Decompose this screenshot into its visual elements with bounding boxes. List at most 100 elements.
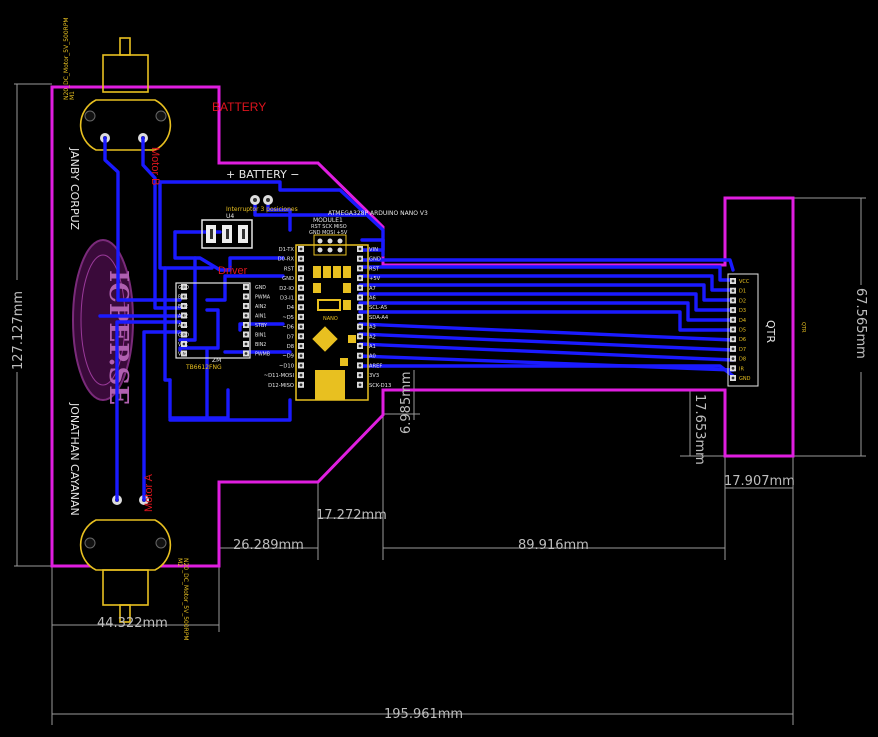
nano-left-pin-pad-hole	[299, 296, 303, 299]
driver-left-pin-label: AO1	[178, 323, 188, 329]
driver-left-pin-pad-hole	[182, 314, 186, 317]
qtr-pin-pad-hole	[731, 357, 735, 360]
nano-left-pin-label: RST	[284, 266, 295, 272]
nano-right-pin-label: A0	[369, 354, 376, 360]
nano-right-pin-pad-hole	[358, 267, 362, 270]
qtr-small-label: QTR	[800, 322, 806, 333]
module-label: MODULE1	[313, 217, 343, 224]
driver-left-pin-label: VCC	[178, 342, 189, 348]
qtr-pin-pad-hole	[731, 376, 735, 380]
nano-right-pin-label: SCL-A5	[369, 305, 387, 311]
nano-right-pin-label: GND	[369, 257, 381, 263]
nano-right-pin-label: AREF	[369, 363, 382, 369]
nano-left-pin-label: ~D6	[282, 325, 294, 331]
driver-right-pin-pad-hole	[244, 295, 248, 298]
nano-left-pin-label: D8	[287, 344, 294, 350]
qtr-pin-pad-hole	[731, 308, 735, 312]
driver-left-pin-pad-hole	[182, 333, 186, 336]
qtr-pin-label: GND	[739, 376, 751, 382]
nano-left-pin-pad-hole	[299, 276, 303, 280]
nano-right-pin-pad-hole	[358, 286, 362, 290]
dim-qtr-height: 67.565mm	[853, 288, 868, 359]
qtr-pin-pad-hole	[731, 347, 735, 351]
dim-height: 127.127mm	[11, 291, 26, 370]
icsp-label-bottom: GND MOSI +5V	[309, 230, 348, 236]
nano-left-pin-label: D4	[287, 305, 295, 311]
arduino-title: ATMEGA328P ARDUINO NANO V3	[328, 210, 428, 217]
motor-top-hole-left	[84, 110, 96, 122]
driver-right-pin-pad-hole	[244, 342, 248, 346]
motor-b-label: Motor B	[149, 147, 161, 186]
nano-left-pin-pad-hole	[299, 325, 303, 328]
driver-right-pin-label: STBY	[255, 323, 267, 329]
dim-step-2: 17.653mm	[692, 394, 707, 465]
nano-left-pin-label: D1-TX	[279, 247, 295, 253]
nano-left-pin-pad-hole	[299, 383, 303, 387]
nano-right-pin-pad-hole	[358, 305, 362, 309]
nano-right-pin-label: A7	[369, 286, 376, 292]
nano-right-pin-pad-hole	[358, 325, 362, 328]
author-1: JANBY CORPUZ	[68, 147, 81, 230]
dim-step-1: 6.985mm	[399, 371, 414, 434]
motor-top-label: N20_DC_Motor_5V_500RPM	[63, 17, 70, 100]
qtr-pin-label: D4	[739, 318, 746, 324]
driver-right-pin-label: BIN2	[255, 342, 266, 348]
nano-pins-left: D1-TXD0-RXRSTGNDD2-IOD3-I1D4~D5~D6D7D8~D…	[264, 246, 304, 389]
battery-pads	[250, 195, 273, 205]
nano-left-pin-label: D2-IO	[279, 286, 294, 292]
qtr-pin-pad-hole	[731, 299, 735, 302]
driver-left-pin-label: BO2	[178, 304, 188, 310]
driver-left-pin-label: VM	[178, 352, 185, 358]
driver-left-pin-pad-hole	[182, 304, 186, 308]
qtr-pin-pad-hole	[731, 289, 735, 293]
nano-label: NANO	[323, 316, 338, 322]
nano-right-pin-pad-hole	[358, 354, 362, 358]
nano-left-pin-pad-hole	[299, 305, 303, 309]
nano-left-pin-label: D0-RX	[278, 257, 295, 263]
driver-right-pin-pad-hole	[244, 352, 248, 355]
dim-total-width: 195.961mm	[384, 707, 463, 722]
driver-left-pin-pad-hole	[182, 342, 186, 346]
driver-left-pin-label: GND	[178, 285, 189, 291]
nano-right-pin-label: 3V3	[369, 373, 379, 379]
motor-bottom-outline	[79, 519, 172, 623]
driver-right-pin-label: GND	[255, 285, 266, 291]
qtr-pin-label: D8	[739, 357, 746, 363]
driver-label: Driver	[218, 265, 248, 277]
qtr-header-outline	[727, 273, 759, 387]
qtr-pin-label: D5	[739, 328, 746, 334]
motor-bottom-hole-right	[155, 537, 167, 549]
nano-right-pin-label: +5V	[369, 276, 381, 282]
driver-right-pin-pad-hole	[244, 285, 248, 289]
nano-icsp	[313, 234, 347, 256]
dim-qtr-width: 17.907mm	[724, 474, 795, 489]
driver-left-pin-label: AO2	[178, 314, 188, 320]
qtr-pin-label: D7	[739, 347, 746, 353]
tb-label: TB6612FNG	[185, 364, 222, 371]
switch-label: Interruptor 3 posiciones	[226, 206, 298, 213]
battery-silk-label: + BATTERY −	[226, 168, 300, 181]
nano-left-pin-label: ~D11-MOSI	[264, 373, 295, 379]
qtr-pin-label: D1	[739, 289, 746, 295]
qtr-pin-label: D2	[739, 298, 746, 304]
nano-right-pin-label: A2	[369, 334, 376, 340]
nano-left-pin-pad-hole	[299, 315, 303, 319]
nano-left-pin-pad-hole	[299, 257, 303, 261]
nano-right-pin-label: RST	[369, 266, 380, 272]
nano-right-pin-label: A1	[369, 344, 376, 350]
nano-pins-right: VINGNDRST+5VA7A6SCL-A5SDA-A4A3A2A1A0AREF…	[357, 246, 391, 389]
nano-right-pin-pad-hole	[358, 315, 362, 319]
nano-right-pin-label: SDA-A4	[369, 315, 389, 321]
nano-left-pin-pad-hole	[299, 267, 303, 270]
driver-right-pin-pad-hole	[244, 333, 248, 336]
nano-right-pin-pad-hole	[358, 344, 362, 348]
nano-right-pin-label: VIN	[369, 247, 378, 253]
driver-left-pin-pad-hole	[182, 285, 186, 289]
driver-outline	[175, 282, 251, 359]
nano-left-pin-label: ~D9	[282, 354, 294, 360]
motor-bottom-hole-left	[84, 537, 96, 549]
